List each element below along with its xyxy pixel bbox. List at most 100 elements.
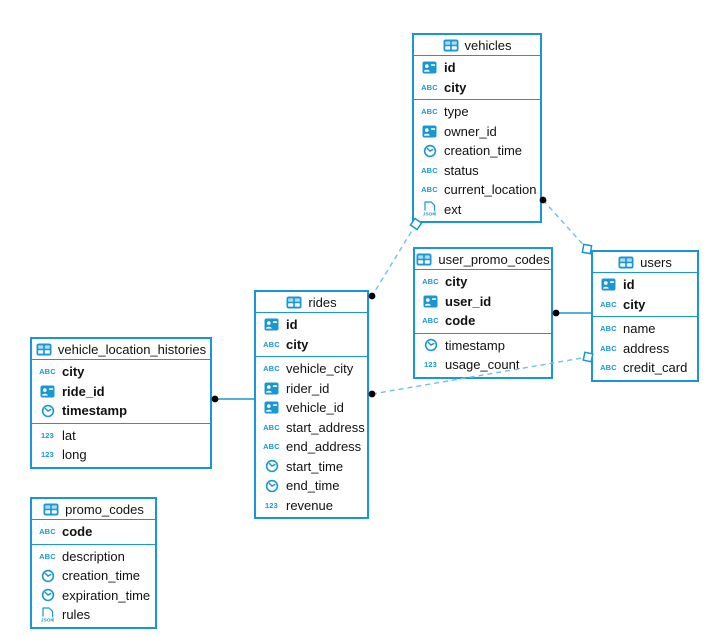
one-end-dot-marker: [552, 309, 560, 317]
field-row-expiration_time[interactable]: expiration_time: [32, 586, 155, 606]
svg-text:JSON: JSON: [41, 617, 55, 623]
field-name: ext: [444, 201, 462, 217]
clock-icon: [261, 459, 282, 473]
table-header[interactable]: users: [593, 252, 697, 273]
clock-icon: [261, 479, 282, 493]
field-row-creation_time[interactable]: creation_time: [32, 566, 155, 586]
field-row-ext[interactable]: JSON ext: [414, 200, 540, 220]
field-name: revenue: [286, 497, 333, 513]
field-row-end_time[interactable]: end_time: [256, 476, 367, 496]
field-name: vehicle_city: [286, 361, 354, 377]
field-name: rider_id: [286, 380, 330, 396]
number-123-icon: 123: [40, 450, 55, 459]
clock-icon: [37, 569, 58, 583]
field-row-ride_id[interactable]: ride_id: [32, 382, 210, 402]
field-row-current_location[interactable]: ABC current_location: [414, 180, 540, 200]
field-row-city[interactable]: ABC city: [593, 295, 697, 315]
field-row-rider_id[interactable]: rider_id: [256, 379, 367, 399]
relation-vehicles-rides: [371, 223, 417, 297]
table-grid-icon: [416, 253, 432, 266]
table-title: vehicles: [464, 37, 512, 53]
field-row-owner_id[interactable]: owner_id: [414, 122, 540, 142]
field-row-usage_count[interactable]: 123 usage_count: [415, 355, 551, 375]
string-abc-icon: ABC: [39, 527, 56, 536]
table-header[interactable]: promo_codes: [32, 499, 155, 520]
field-name: vehicle_id: [286, 400, 344, 416]
field-name: current_location: [444, 182, 537, 198]
field-name: end_time: [286, 478, 340, 494]
string-abc-icon: ABC: [421, 185, 438, 194]
number-123-icon: 123: [423, 360, 438, 369]
table-title: user_promo_codes: [438, 251, 550, 267]
columns-section: timestamp 123 usage_count: [415, 334, 551, 377]
user-id-icon: [598, 277, 619, 292]
field-row-user_id[interactable]: user_id: [415, 292, 551, 312]
field-row-id[interactable]: id: [414, 58, 540, 78]
one-end-dot-marker: [211, 395, 219, 403]
field-name: usage_count: [445, 357, 520, 373]
table-grid-icon: [443, 39, 459, 52]
table-header[interactable]: vehicles: [414, 35, 540, 56]
string-abc-icon: ABC: [600, 324, 617, 333]
svg-text:JSON: JSON: [423, 212, 437, 218]
table-header[interactable]: vehicle_location_histories: [32, 339, 210, 360]
field-name: city: [62, 364, 85, 380]
table-header[interactable]: rides: [256, 292, 367, 313]
field-name: start_address: [286, 419, 365, 435]
one-end-dot-marker: [368, 292, 376, 300]
field-row-start_time[interactable]: start_time: [256, 457, 367, 477]
string-abc-icon: ABC: [600, 299, 617, 309]
string-abc-icon: ABC: [421, 165, 438, 175]
clock-icon: [37, 404, 58, 418]
field-name: user_id: [445, 293, 492, 309]
field-name: creation_time: [444, 143, 523, 159]
field-row-id[interactable]: id: [593, 275, 697, 295]
field-row-vehicle_id[interactable]: vehicle_id: [256, 398, 367, 418]
field-row-timestamp[interactable]: timestamp: [415, 336, 551, 356]
string-abc-icon: ABC: [422, 316, 439, 325]
table-header[interactable]: user_promo_codes: [415, 249, 551, 270]
field-row-start_address[interactable]: ABC start_address: [256, 418, 367, 438]
field-row-timestamp[interactable]: timestamp: [32, 401, 210, 421]
field-name: city: [623, 296, 646, 312]
table-grid-icon: [286, 296, 302, 309]
field-name: city: [286, 336, 309, 352]
table-grid-icon: [618, 256, 634, 269]
field-name: id: [286, 317, 298, 333]
field-row-id[interactable]: id: [256, 315, 367, 335]
field-row-creation_time[interactable]: creation_time: [414, 141, 540, 161]
string-abc-icon: ABC: [263, 422, 280, 432]
user-id-icon: [261, 381, 282, 396]
